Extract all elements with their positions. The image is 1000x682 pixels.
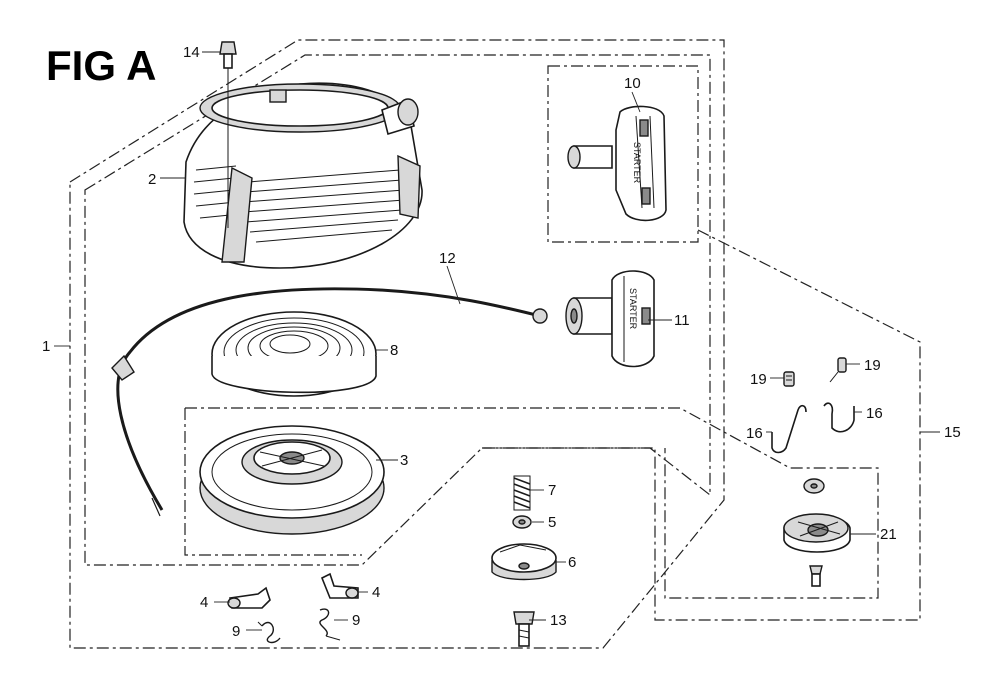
part-16-clip-right	[823, 402, 855, 433]
handle-11-text: STARTER	[628, 288, 638, 330]
callout-6: 6	[568, 554, 576, 571]
callout-2: 2	[148, 171, 156, 188]
part-19-pin-left	[783, 371, 795, 387]
callout-19-right: 19	[864, 357, 881, 374]
callout-4-left: 4	[200, 594, 208, 611]
part-13-screw	[513, 611, 535, 647]
boundary-pulley-group	[185, 407, 879, 599]
part-12-starter-rope	[111, 287, 548, 517]
callout-16-right: 16	[866, 405, 883, 422]
callout-11: 11	[674, 312, 690, 329]
part-3-starter-pulley	[199, 425, 385, 535]
callout-1: 1	[42, 338, 50, 355]
callout-21: 21	[880, 526, 897, 543]
callout-13: 13	[550, 612, 567, 629]
part-4-ratchet-left	[227, 586, 271, 609]
assembly-boundaries	[69, 39, 921, 649]
part-21-ratchet-assembly	[783, 478, 851, 587]
boundary-lower-left	[184, 408, 362, 556]
callout-15: 15	[944, 424, 961, 441]
callout-7: 7	[548, 482, 556, 499]
callout-12: 12	[439, 250, 456, 267]
part-4-ratchet-right	[320, 572, 359, 599]
part-10-starter-grip: STARTER	[567, 105, 667, 222]
part-14-bolt	[219, 41, 237, 228]
callout-9-left: 9	[232, 623, 240, 640]
figure-title: FIG A	[46, 42, 156, 89]
part-16-clip-left	[771, 404, 807, 454]
part-6-ratchet-guide	[491, 543, 557, 581]
part-7-spring	[513, 475, 531, 511]
callout-4-right: 4	[372, 584, 380, 601]
part-2-starter-case	[183, 82, 423, 269]
handle-10-text: STARTER	[632, 142, 642, 184]
part-19-pin-right	[829, 357, 847, 383]
callout-16-left: 16	[746, 425, 763, 442]
boundary-handle-10	[547, 65, 699, 243]
callout-14: 14	[183, 44, 200, 61]
part-8-recoil-spring	[211, 311, 377, 397]
part-11-starter-grip: STARTER	[565, 270, 655, 368]
part-5-washer	[512, 515, 532, 529]
callout-3: 3	[400, 452, 408, 469]
leader-lines	[54, 51, 940, 631]
part-9-spring-left	[257, 621, 281, 644]
callout-labels: 14 2 1 8 3 12 10 11 7 5 6 13 4 4 9 9 19 …	[42, 44, 961, 640]
callout-19-left: 19	[750, 371, 767, 388]
boundary-assembly-1	[69, 39, 725, 649]
boundary-assembly-15	[482, 229, 921, 621]
part-9-spring-right	[319, 608, 341, 641]
callout-9-right: 9	[352, 612, 360, 629]
callout-10: 10	[624, 75, 641, 92]
callout-5: 5	[548, 514, 556, 531]
callout-8: 8	[390, 342, 398, 359]
